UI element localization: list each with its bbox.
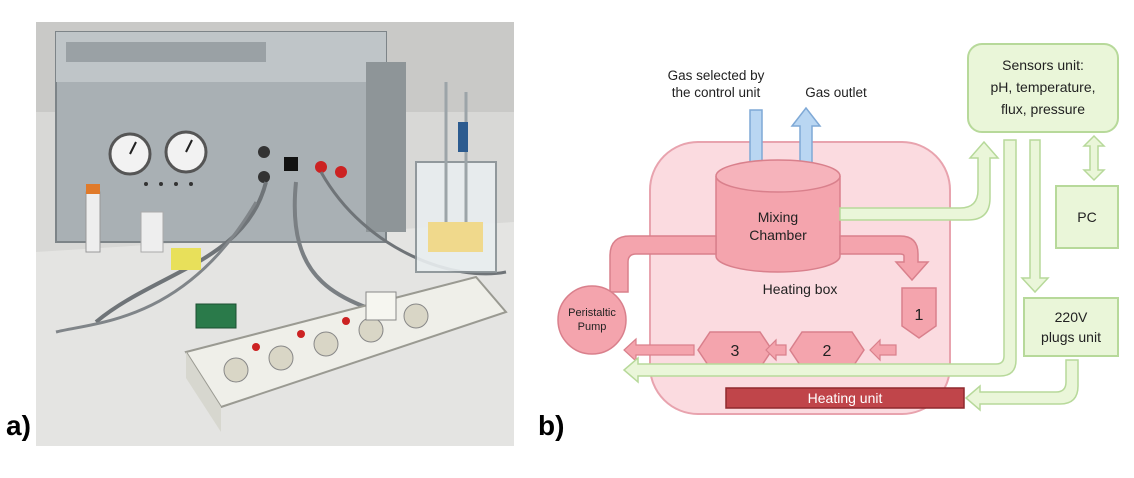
heating-box-label: Heating box [763,281,838,297]
mixing-chamber [715,159,841,273]
pc-box [1055,185,1119,249]
sensors-unit-box [967,43,1119,133]
mixing-chamber-label-line2: Chamber [749,227,807,243]
gas-outlet-label: Gas outlet [805,85,867,100]
gas-selected-label-line1: Gas selected by [668,68,765,83]
stage-2-label: 2 [823,343,832,360]
sensors-pc-arrow [1082,134,1106,182]
sensors-unit-label-line1: Sensors unit: [1002,57,1084,73]
heating-unit-label: Heating unit [808,390,883,406]
arrow-3-to-pump [623,337,695,363]
panel-label-b: b) [538,410,565,441]
peristaltic-pump-label-line1: Peristaltic [568,307,616,319]
panel-label-a: a) [6,410,31,441]
heating-unit-bar [725,387,965,409]
plugs-to-heater-arrow [964,359,1079,412]
arrow-2-to-3 [765,338,787,362]
arrow-1-to-2 [869,338,897,362]
sensors-probe-line [622,139,1017,384]
gas-selected-label-line2: the control unit [672,85,761,100]
plugs-unit-box [1023,297,1119,357]
chamber-to-sensors-arrow [839,140,1000,221]
stage-1-shape [901,287,937,339]
plugs-unit-label-line2: plugs unit [1041,329,1101,345]
system-diagram: Gas selected by the control unit Gas out… [557,43,1119,415]
stage-3-label: 3 [731,343,740,360]
sensors-unit-label-line2: pH, temperature, [990,79,1095,95]
sensors-to-plugs-arrow [1020,139,1050,294]
apparatus-photo [36,22,514,446]
pc-label: PC [1077,209,1096,225]
mixing-chamber-label-line1: Mixing [758,209,798,225]
stage-1-label: 1 [915,307,924,324]
plugs-unit-label-line1: 220V [1055,309,1088,325]
peristaltic-pump-label-line2: Pump [578,321,607,333]
sensors-unit-label-line3: flux, pressure [1001,101,1085,117]
circulation-band [609,235,930,293]
peristaltic-pump [557,285,627,355]
